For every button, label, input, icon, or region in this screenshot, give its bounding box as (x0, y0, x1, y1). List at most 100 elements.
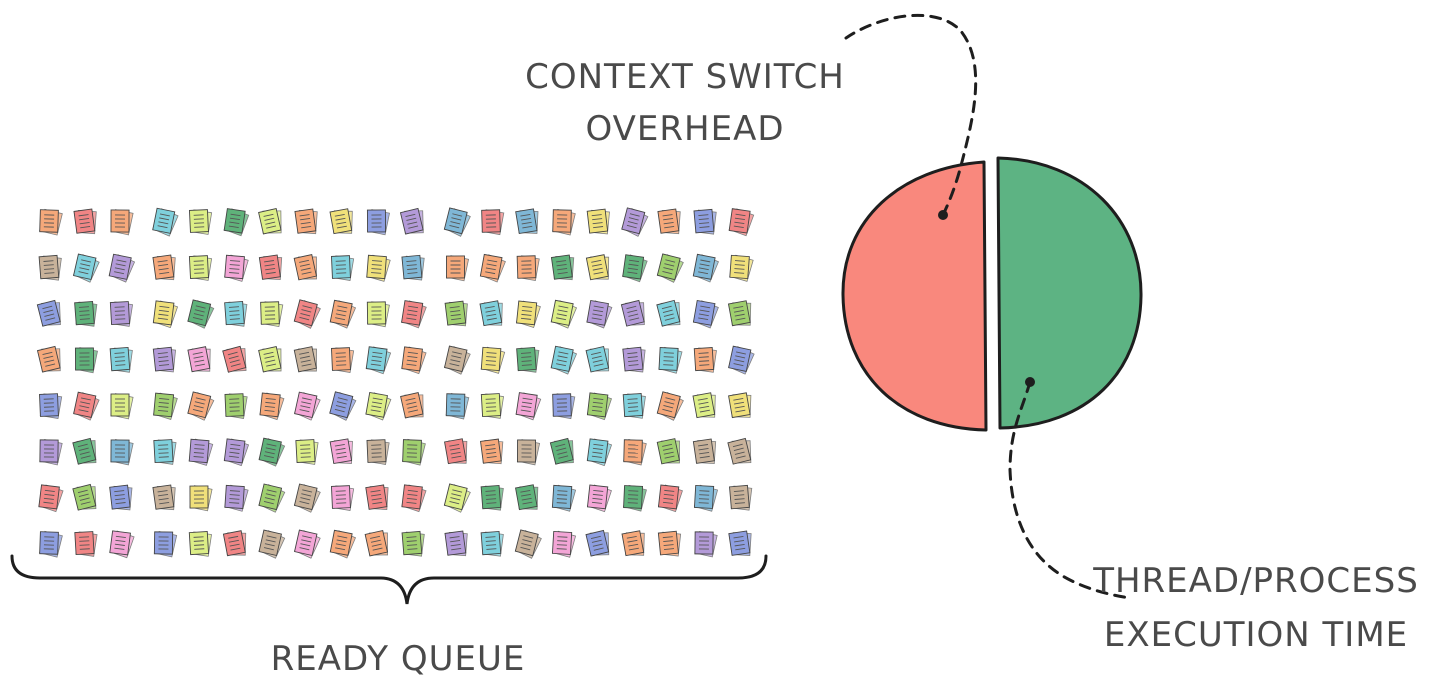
task-item (260, 301, 284, 328)
task-item (152, 254, 176, 281)
task-item (36, 299, 61, 327)
task-item (329, 529, 357, 559)
task-item (586, 299, 613, 329)
task-item (443, 345, 471, 375)
task-item (293, 346, 317, 373)
task-item (401, 254, 425, 281)
execution-time-label-line1: THREAD/PROCESS (1092, 561, 1419, 601)
task-item (692, 253, 720, 283)
task-item (366, 209, 390, 236)
task-item (364, 530, 388, 557)
task-item (187, 391, 215, 421)
task-item (152, 207, 179, 237)
task-item (39, 530, 63, 558)
task-item (293, 299, 321, 329)
task-item (153, 392, 178, 420)
task-item (585, 254, 610, 281)
task-item (187, 346, 211, 373)
task-item (516, 300, 541, 329)
task-item (550, 299, 578, 329)
task-item (586, 392, 613, 421)
task-item (657, 484, 683, 513)
task-item (693, 208, 717, 235)
task-item (401, 346, 427, 375)
task-item (295, 439, 319, 465)
task-item (515, 208, 539, 235)
task-item (623, 438, 647, 466)
task-item (586, 438, 613, 467)
task-item (694, 531, 718, 558)
task-item (258, 346, 282, 373)
task-item (189, 485, 213, 512)
task-item (401, 484, 427, 513)
task-item (656, 391, 684, 421)
task-item (692, 438, 717, 465)
task-item (224, 393, 248, 419)
task-item (656, 253, 684, 283)
task-item (693, 484, 719, 512)
task-item (224, 300, 248, 327)
task-item (72, 437, 97, 465)
task-item (552, 208, 576, 236)
context-switch-label-line1: CONTEXT SWITCH (525, 57, 845, 97)
overhead-leader-dot (938, 210, 948, 220)
execution-slice (996, 156, 1143, 430)
task-item (74, 300, 98, 327)
task-item (727, 300, 752, 327)
task-item (552, 393, 576, 420)
task-item (551, 484, 577, 512)
task-item (39, 208, 63, 236)
task-item (293, 254, 317, 281)
task-item (152, 346, 177, 373)
task-item (153, 439, 177, 465)
task-item (401, 300, 427, 329)
task-item (551, 530, 577, 558)
task-item (109, 346, 133, 373)
task-item (365, 346, 392, 375)
ready-queue-grid (36, 207, 755, 559)
task-item (729, 254, 754, 282)
task-item (109, 301, 134, 327)
task-item (38, 484, 64, 513)
task-item (224, 484, 249, 512)
task-item (515, 484, 539, 511)
task-item (622, 346, 646, 373)
task-item (73, 391, 100, 421)
task-item (622, 393, 646, 419)
task-item (400, 391, 424, 419)
task-item (549, 437, 574, 465)
task-item (692, 299, 719, 329)
task-item (657, 208, 681, 235)
task-item (622, 254, 648, 283)
task-item (657, 530, 682, 557)
task-item (74, 347, 98, 374)
task-item (515, 392, 542, 421)
task-item (621, 530, 645, 557)
task-item (259, 392, 285, 421)
task-item (656, 438, 680, 465)
task-item (656, 299, 681, 327)
task-item (109, 530, 135, 559)
ready-queue-brace (10, 554, 768, 605)
task-item (480, 346, 506, 374)
task-item (727, 437, 752, 465)
task-item (443, 483, 471, 513)
overhead-leader-line (844, 13, 978, 217)
task-item (222, 530, 247, 557)
task-item (109, 484, 133, 511)
task-item (445, 392, 470, 420)
task-item (36, 345, 61, 373)
task-item (401, 530, 425, 557)
task-item (294, 208, 318, 235)
task-item (330, 485, 355, 511)
task-item (108, 253, 136, 283)
task-item (188, 209, 213, 235)
task-item (294, 529, 321, 559)
task-item (621, 207, 649, 237)
ready-queue-label: READY QUEUE (271, 639, 526, 679)
task-item (399, 207, 424, 235)
task-item (402, 438, 426, 466)
overhead-slice (841, 160, 988, 432)
execution-leader-dot (1025, 377, 1035, 387)
task-item (258, 254, 283, 281)
